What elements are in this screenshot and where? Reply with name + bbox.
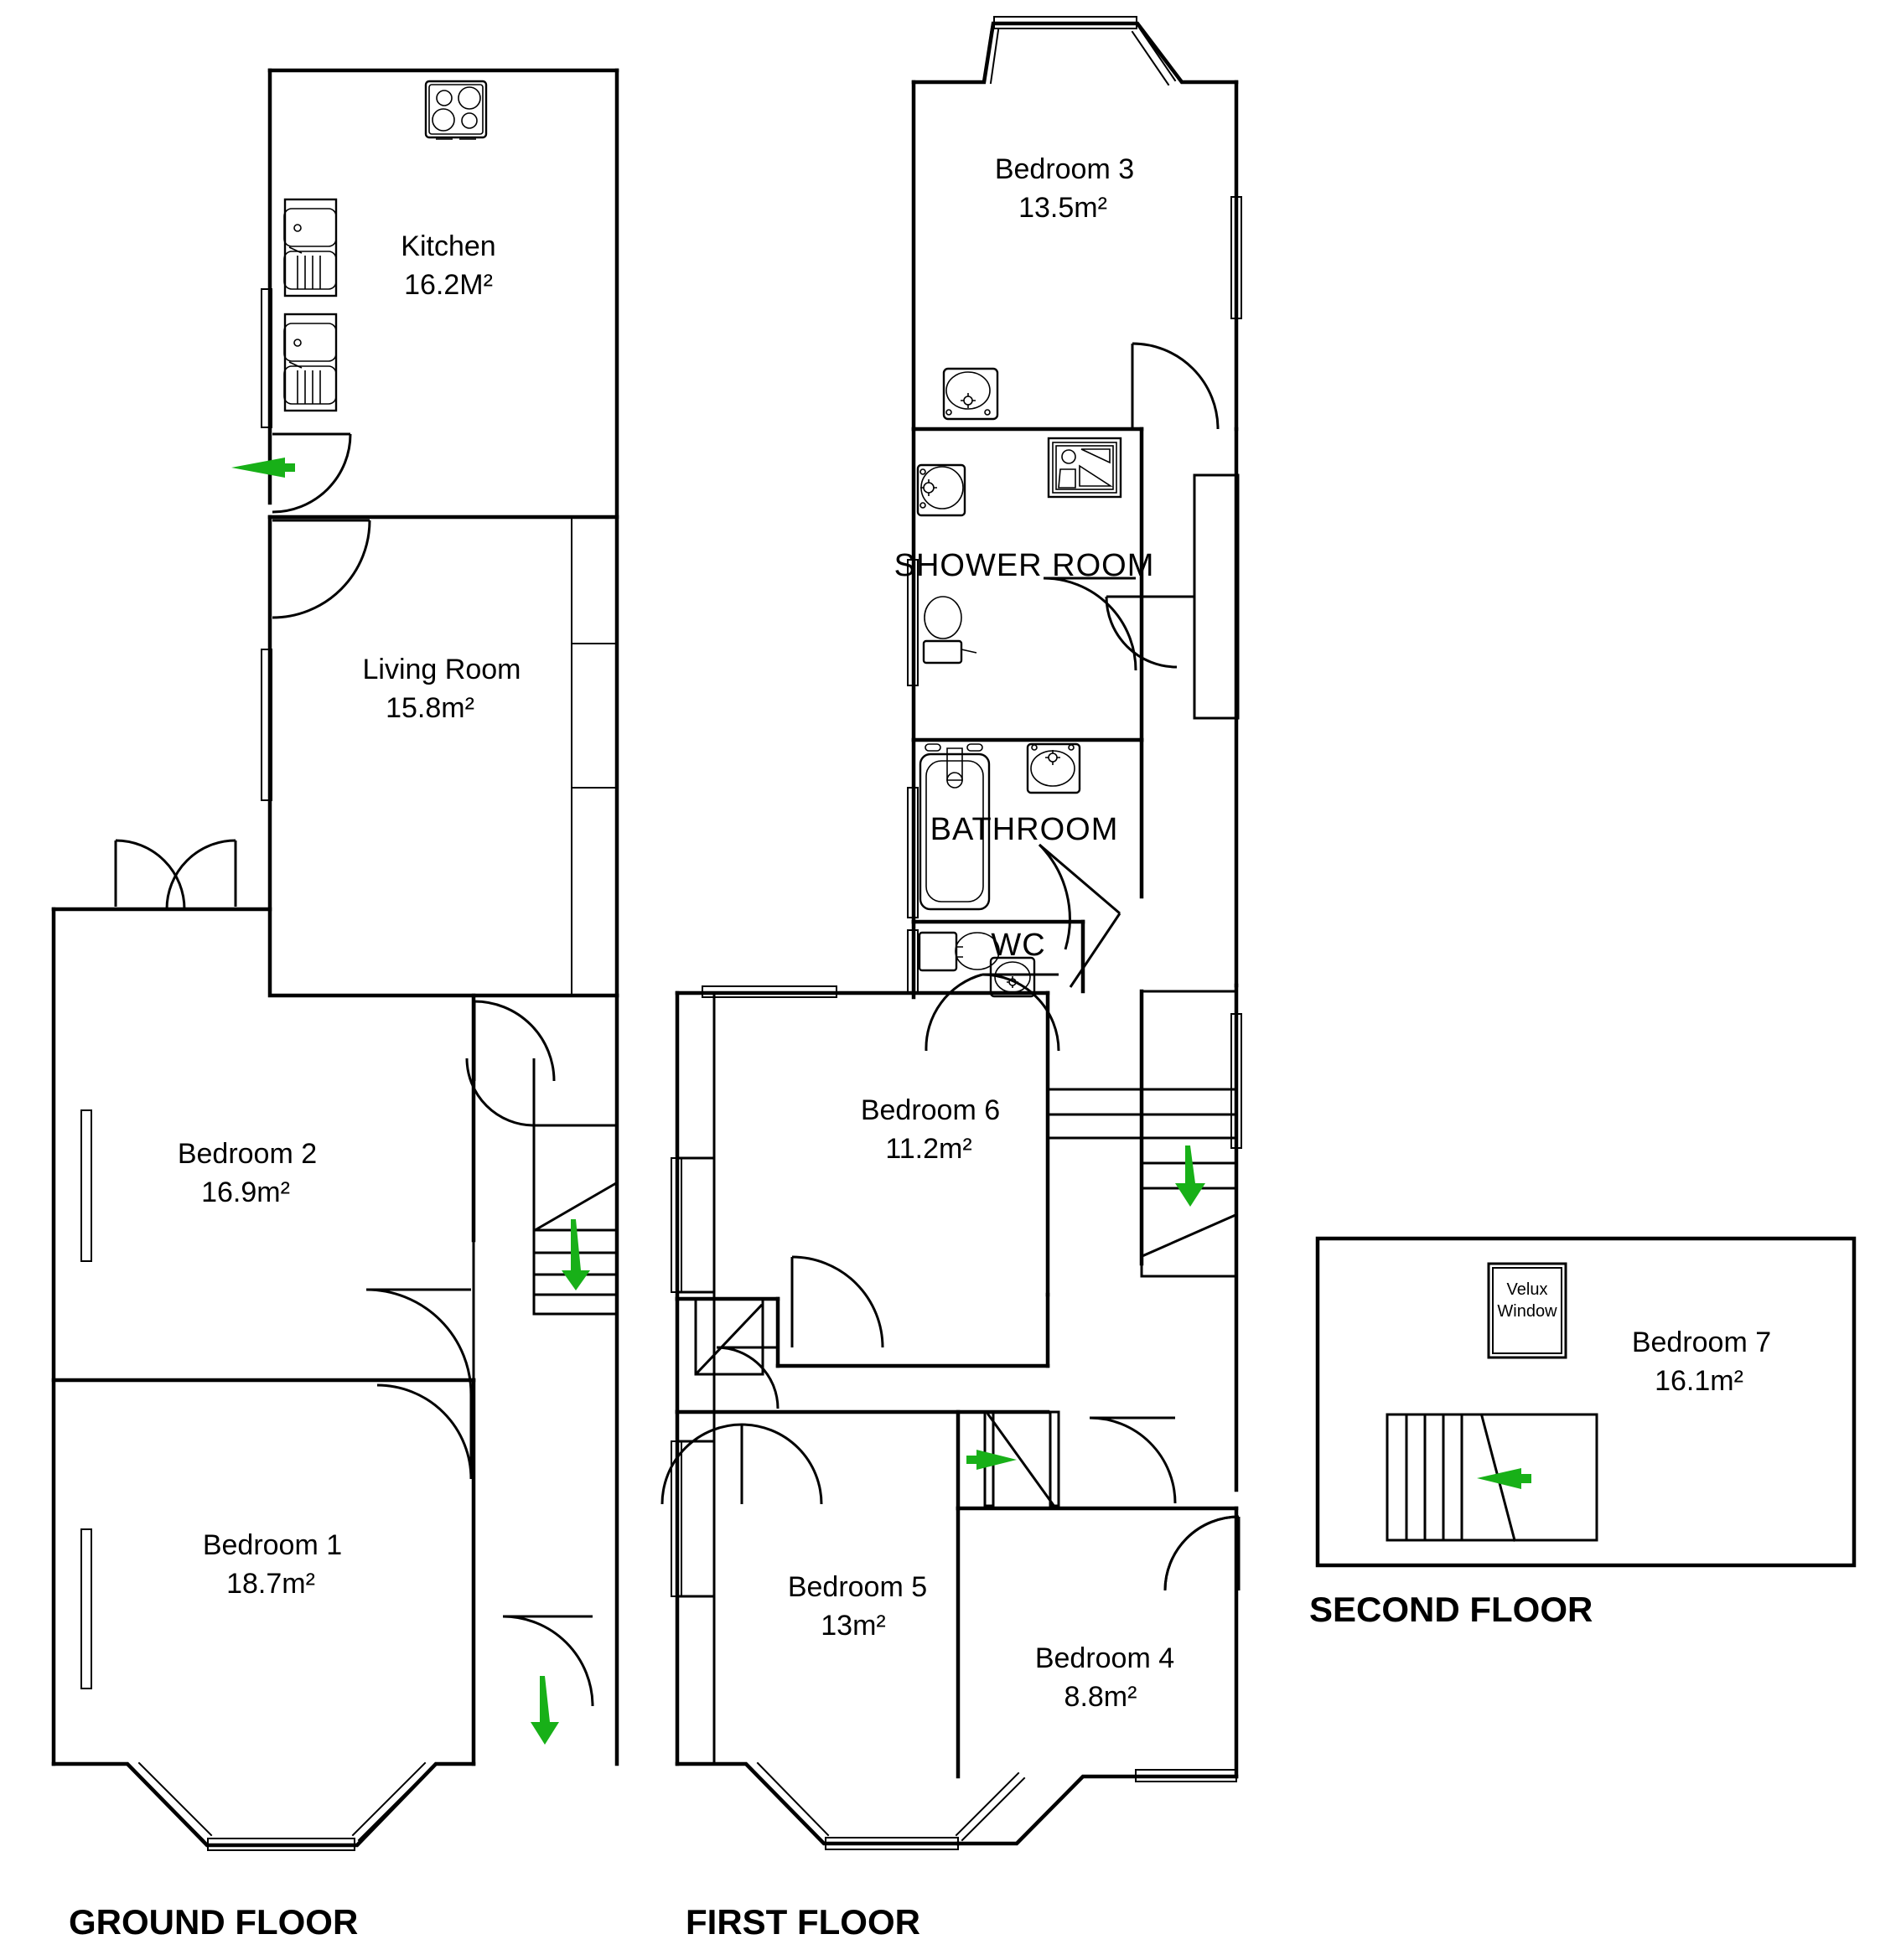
bedroom-2-area: 16.9m² <box>201 1177 290 1208</box>
living-room-right-reveals <box>571 519 618 994</box>
toilet-wc-icon <box>918 931 1000 972</box>
second-floor-outline <box>1315 1236 1857 1568</box>
kitchen-label: Kitchen <box>401 230 495 262</box>
bedroom-5-bay-window-front <box>825 1837 959 1850</box>
kitchen-window <box>261 288 272 428</box>
wc-window <box>907 929 919 994</box>
bath-icon <box>919 743 991 911</box>
first-floor-doors <box>660 342 1241 1591</box>
bedroom-3-label: Bedroom 3 <box>995 153 1134 185</box>
first-floor-title: FIRST FLOOR <box>686 1902 920 1942</box>
bedroom-5-label: Bedroom 5 <box>788 1571 927 1603</box>
ground-floor-arrows <box>231 458 590 1745</box>
ground-floor-plan: Kitchen 16.2M² Living Room 15.8m² Bedroo… <box>51 68 619 1942</box>
bedroom-1-bay-window-left <box>130 1766 205 1842</box>
kitchen-unit-lower-icon <box>283 313 338 412</box>
bedroom-1-bay-window-right <box>357 1766 433 1842</box>
bedroom-1-bay-window-front <box>207 1838 355 1851</box>
living-room-label: Living Room <box>363 654 521 685</box>
bathroom-window <box>907 787 919 918</box>
velux-window-line1: Velux <box>1507 1280 1548 1299</box>
basin-bathroom-icon <box>1026 742 1081 794</box>
bedroom-3-side-window <box>1230 196 1242 319</box>
first-floor-staircase <box>676 990 1238 1766</box>
bathroom-label: BATHROOM <box>930 812 1119 847</box>
bedroom-3-bay-window-front <box>993 16 1137 29</box>
bedroom-6-label: Bedroom 6 <box>861 1094 1000 1126</box>
living-room-window <box>261 649 272 801</box>
velux-window-line2: Window <box>1497 1302 1557 1321</box>
kitchen-unit-upper-icon <box>283 198 338 297</box>
stairs-down-arrow <box>562 1219 590 1290</box>
bedroom-1-label: Bedroom 1 <box>203 1529 342 1561</box>
velux-window-icon: Velux Window <box>1487 1262 1567 1359</box>
bedroom-1-window <box>80 1528 92 1689</box>
bedroom-7-label: Bedroom 7 <box>1632 1326 1771 1358</box>
basin-shower-room-icon <box>916 463 966 517</box>
first-floor-arrows <box>966 1145 1205 1470</box>
bedroom-4-bay-window-left <box>961 1776 1026 1842</box>
bedroom-4-window <box>1135 1769 1237 1782</box>
wc-label: WC <box>991 928 1045 963</box>
landing-stairs-down-arrow <box>1175 1145 1205 1207</box>
front-door-arrow <box>531 1676 559 1745</box>
ground-floor-title: GROUND FLOOR <box>69 1902 358 1942</box>
bedroom-5-bay-window-left <box>749 1766 823 1842</box>
bedroom-3-bay-window-left <box>982 26 993 82</box>
bedroom-4-area: 8.8m² <box>1064 1681 1137 1713</box>
basin-bedroom-3-icon <box>942 367 999 421</box>
bedroom-1-area: 18.7m² <box>226 1568 315 1600</box>
second-floor-title: SECOND FLOOR <box>1309 1590 1593 1629</box>
bedroom-5-area: 13m² <box>821 1610 885 1642</box>
bedroom-4-label: Bedroom 4 <box>1035 1642 1174 1674</box>
bedroom-3-bay-window-right <box>1137 26 1177 82</box>
landing-exit-arrow <box>966 1450 1017 1470</box>
ground-floor-windows <box>80 288 433 1851</box>
ground-floor-doors <box>114 432 594 1707</box>
bedroom-2-label: Bedroom 2 <box>178 1138 317 1170</box>
toilet-shower-room-icon <box>922 596 977 665</box>
second-floor-plan: Velux Window Bedroom 7 16.1m² SECOND FLO… <box>1309 1236 1857 1629</box>
bedroom-6-area: 11.2m² <box>885 1133 971 1165</box>
bedroom-6-top-window <box>702 985 837 998</box>
shower-room-window <box>907 559 919 686</box>
bedroom-3-area: 13.5m² <box>1018 192 1107 224</box>
kitchen-exit-arrow <box>231 458 295 478</box>
living-room-area: 15.8m² <box>386 692 474 724</box>
bedroom-7-area: 16.1m² <box>1655 1365 1743 1397</box>
landing-cupboard <box>1193 473 1240 720</box>
kitchen-area: 16.2M² <box>404 269 493 301</box>
first-floor-windows <box>671 16 1242 1850</box>
hob-icon <box>424 80 488 140</box>
bedroom-2-window <box>80 1109 92 1262</box>
shower-tray-icon <box>1047 437 1122 499</box>
first-floor-plan: Bedroom 3 13.5m² SHOWER ROOM BATHROOM WC… <box>660 16 1242 1942</box>
shower-room-label: SHOWER ROOM <box>894 548 1155 583</box>
loft-stairs-arrow <box>1477 1468 1531 1489</box>
